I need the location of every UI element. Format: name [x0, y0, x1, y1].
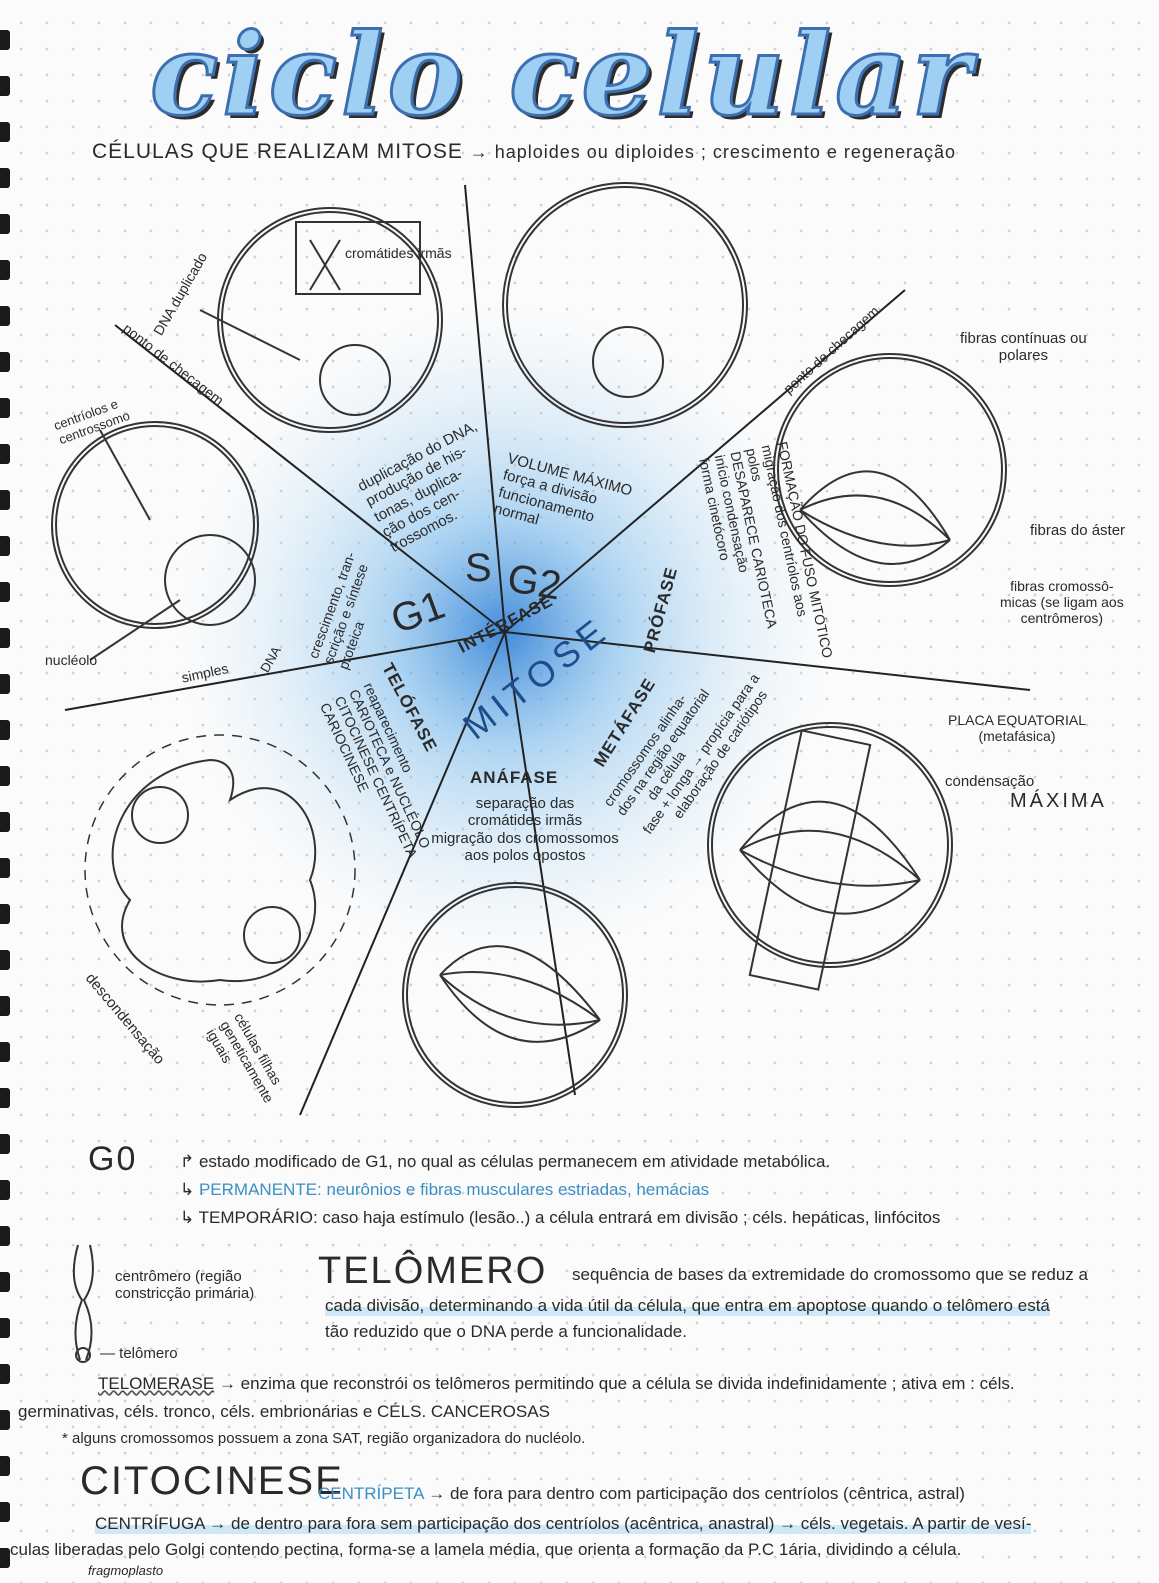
notebook-spiral: [0, 0, 14, 1583]
citocinese-centripeta: CENTRÍPETA → de fora para dentro com par…: [318, 1484, 965, 1503]
spiral-ring: [0, 1134, 10, 1154]
spiral-ring: [0, 1502, 10, 1522]
spiral-ring: [0, 1042, 10, 1062]
spiral-ring: [0, 444, 10, 464]
fragmoplasto-label: fragmoplasto: [88, 1563, 164, 1578]
g0-permanente: ↳ PERMANENTE: neurônios e fibras muscula…: [180, 1180, 710, 1199]
spiral-ring: [0, 260, 10, 280]
spiral-ring: [0, 1318, 10, 1338]
cell-prophase: [773, 353, 1007, 587]
spiral-ring: [0, 536, 10, 556]
spiral-ring: [0, 950, 10, 970]
sister-chromatids-box: [295, 221, 421, 295]
spiral-ring: [0, 766, 10, 786]
subtitle-rest: → haploides ou diploides ; crescimento e…: [469, 142, 956, 162]
g0-temporario: ↳ TEMPORÁRIO: caso haja estímulo (lesão.…: [180, 1208, 941, 1227]
equatorial-plate: [748, 729, 872, 991]
spiral-ring: [0, 30, 10, 50]
citocinese-line-3: culas liberadas pelo Golgi contendo pect…: [10, 1540, 962, 1559]
telomerase-line-2: germinativas, céls. tronco, céls. embrio…: [18, 1402, 550, 1421]
spiral-ring: [0, 76, 10, 96]
spiral-ring: [0, 168, 10, 188]
spiral-ring: [0, 1548, 10, 1568]
telomerase-line-1: TELOMERASE → enzima que reconstrói os te…: [98, 1374, 1015, 1393]
spiral-ring: [0, 214, 10, 234]
anaphase-label: ANÁFASE: [470, 768, 559, 787]
spiral-ring: [0, 490, 10, 510]
telomerase-note: * alguns cromossomos possuem a zona SAT,…: [62, 1430, 586, 1447]
cromatides-label: cromátides irmãs: [345, 245, 452, 261]
subtitle: CÉLULAS QUE REALIZAM MITOSE → haploides …: [92, 140, 956, 164]
placa-equatorial-label: PLACA EQUATORIAL(metafásica): [948, 712, 1086, 745]
spiral-ring: [0, 306, 10, 326]
s-label: S: [465, 546, 492, 590]
fibras-aster-label: fibras do áster: [1030, 522, 1126, 539]
page-title: ciclo celular: [149, 9, 975, 143]
spiral-ring: [0, 1410, 10, 1430]
subtitle-lead: CÉLULAS QUE REALIZAM MITOSE: [92, 140, 463, 163]
cell-g1-phase: [51, 421, 259, 629]
spiral-ring: [0, 996, 10, 1016]
spiral-ring: [0, 352, 10, 372]
citocinese-heading: CITOCINESE: [80, 1459, 344, 1503]
spiral-ring: [0, 1180, 10, 1200]
telomero-line-3: tão reduzido que o DNA perde a funcional…: [325, 1322, 687, 1341]
spiral-ring: [0, 858, 10, 878]
spiral-ring: [0, 582, 10, 602]
nucleolo-label: nucléolo: [45, 652, 98, 668]
cell-telophase: [111, 758, 317, 983]
g0-heading: G0: [88, 1140, 138, 1178]
sector-lines: [64, 184, 1031, 1116]
spiral-ring: [0, 1226, 10, 1246]
spiral-ring: [0, 1364, 10, 1384]
cell-g2-phase: [502, 182, 748, 428]
spiral-ring: [0, 720, 10, 740]
spiral-ring: [0, 1088, 10, 1108]
spiral-ring: [0, 812, 10, 832]
cell-metaphase: [707, 722, 953, 968]
spiral-ring: [0, 1456, 10, 1476]
spiral-ring: [0, 904, 10, 924]
spiral-ring: [0, 398, 10, 418]
spiral-ring: [0, 674, 10, 694]
telomero-line-1: sequência de bases da extremidade do cro…: [572, 1265, 1088, 1284]
telomero-diagram-label: — telômero: [100, 1345, 178, 1362]
spiral-ring: [0, 628, 10, 648]
spiral-ring: [0, 122, 10, 142]
citocinese-centrifuga: CENTRÍFUGA → de dentro para fora sem par…: [95, 1514, 1032, 1534]
spiral-ring: [0, 1272, 10, 1292]
cell-anaphase: [402, 882, 628, 1108]
telomero-line-2: cada divisão, determinando a vida útil d…: [325, 1296, 1050, 1316]
g0-definition: ↱ estado modificado de G1, no qual as cé…: [180, 1152, 831, 1171]
telomero-heading: TELÔMERO: [318, 1250, 548, 1292]
